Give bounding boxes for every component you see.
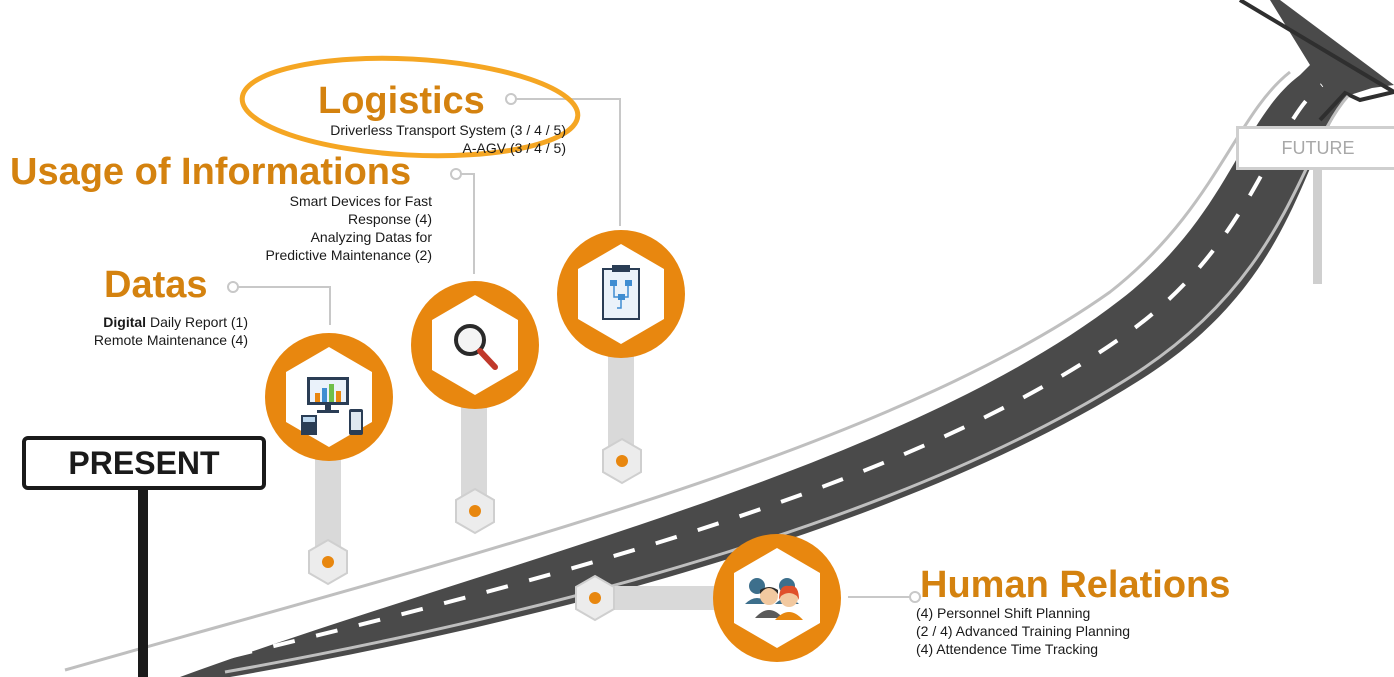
future-sign-label: FUTURE (1281, 138, 1355, 158)
leader-endpoints (227, 93, 921, 603)
human-line-2: (2 / 4) Advanced Training Planning (916, 623, 1131, 639)
datas-line-1-rest: Daily Report (1) (146, 314, 248, 330)
usage-title: Usage of Informations (10, 151, 412, 193)
road (60, 0, 1394, 677)
logistics-highlight-ring (239, 55, 581, 159)
badge-usage (411, 281, 539, 409)
clipboard-flowchart-icon (602, 265, 640, 320)
datas-line-2: Remote Maintenance (4) (93, 332, 248, 348)
logistics-line-1: Driverless Transport System (3 / 4 / 5) (330, 122, 566, 138)
datas-description: Digital Daily Report (1) Remote Maintena… (20, 313, 248, 349)
datas-line-1: Digital Daily Report (1) (20, 313, 248, 331)
usage-line-1: Smart Devices for Fast (289, 193, 432, 209)
human-title: Human Relations (920, 564, 1231, 606)
human-line-3: (4) Attendence Time Tracking (916, 641, 1099, 657)
badge-human (713, 534, 841, 662)
usage-line-4: Predictive Maintenance (2) (265, 247, 432, 263)
datas-title: Datas (104, 264, 208, 306)
computer-devices-icon (301, 377, 363, 435)
badge-datas (265, 333, 393, 461)
usage-description: Smart Devices for Fast Response (4) Anal… (200, 192, 432, 264)
usage-line-2: Response (4) (347, 211, 432, 227)
human-description: (4) Personnel Shift Planning (2 / 4) Adv… (916, 604, 1216, 658)
human-line-1: (4) Personnel Shift Planning (916, 605, 1091, 621)
magnifier-icon (454, 324, 498, 370)
datas-line-1-bold: Digital (103, 314, 147, 330)
future-sign-post (1313, 160, 1322, 284)
road-center-dashes (144, 83, 1324, 677)
logistics-description: Driverless Transport System (3 / 4 / 5) … (200, 121, 566, 157)
logistics-line-2: A-AGV (3 / 4 / 5) (462, 140, 566, 156)
present-sign: PRESENT (22, 436, 266, 490)
present-sign-post (138, 488, 148, 677)
usage-line-3: Analyzing Datas for (310, 229, 432, 245)
logistics-title: Logistics (318, 80, 485, 122)
road-nodes (308, 437, 642, 622)
future-sign: FUTURE (1236, 126, 1394, 170)
people-icon (745, 578, 803, 620)
present-sign-label: PRESENT (68, 445, 220, 481)
badge-logistics (557, 230, 685, 358)
